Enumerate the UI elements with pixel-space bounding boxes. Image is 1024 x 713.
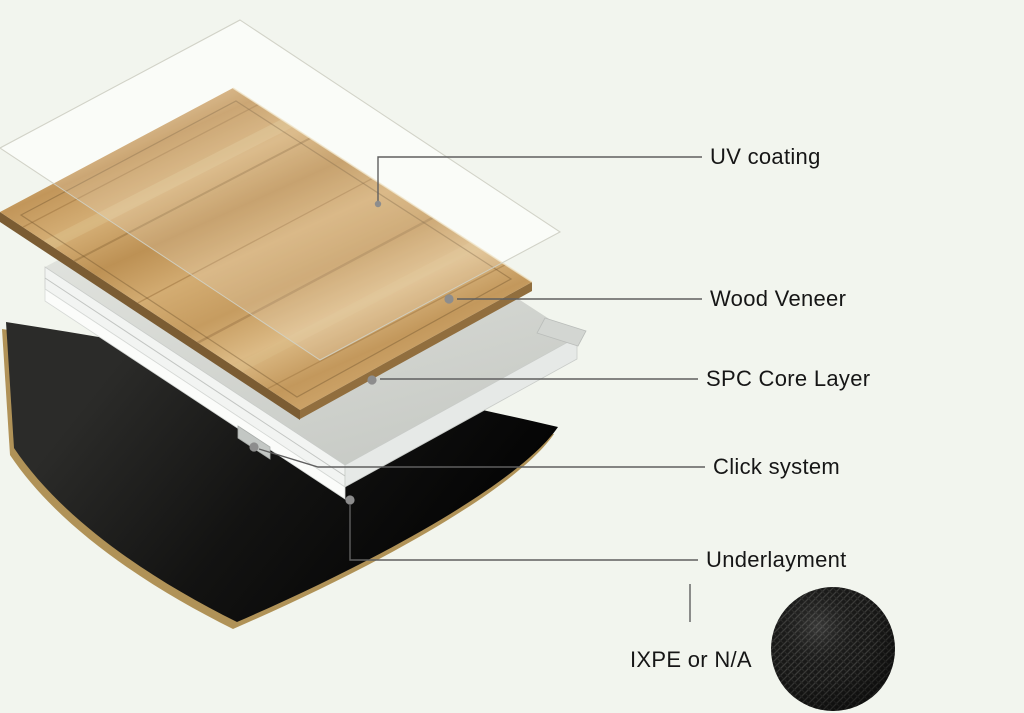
dot-uv-coating — [374, 200, 382, 208]
wood-bevel-frame — [19, 100, 513, 398]
label-uv-coating: UV coating — [710, 144, 821, 169]
click-lower-lip — [44, 288, 346, 500]
wood-edge-left — [0, 212, 300, 420]
leader-uv-coating — [377, 156, 702, 202]
dot-click-system — [249, 442, 259, 452]
label-ixpe: IXPE or N/A — [630, 647, 752, 672]
leader-lines — [258, 156, 705, 622]
click-tongue — [536, 317, 587, 347]
dot-wood-veneer — [444, 294, 454, 304]
label-spc-core-layer: SPC Core Layer — [706, 366, 871, 391]
uv-coating-sheet — [0, 19, 561, 361]
dot-underlayment — [345, 495, 355, 505]
label-underlayment: Underlayment — [706, 547, 847, 572]
wood-top-edge-highlight — [232, 87, 533, 283]
label-click-system: Click system — [713, 454, 841, 479]
leader-click-system — [258, 448, 705, 468]
leader-dots — [249, 200, 454, 505]
ixpe-foam-texture-swatch — [771, 587, 895, 711]
label-wood-veneer: Wood Veneer — [710, 286, 847, 311]
spc-groove-line — [44, 277, 346, 477]
dot-spc-core — [367, 375, 377, 385]
wood-edge-right — [300, 282, 532, 419]
leader-underlayment — [349, 505, 698, 561]
wood-top-surface — [0, 88, 532, 410]
